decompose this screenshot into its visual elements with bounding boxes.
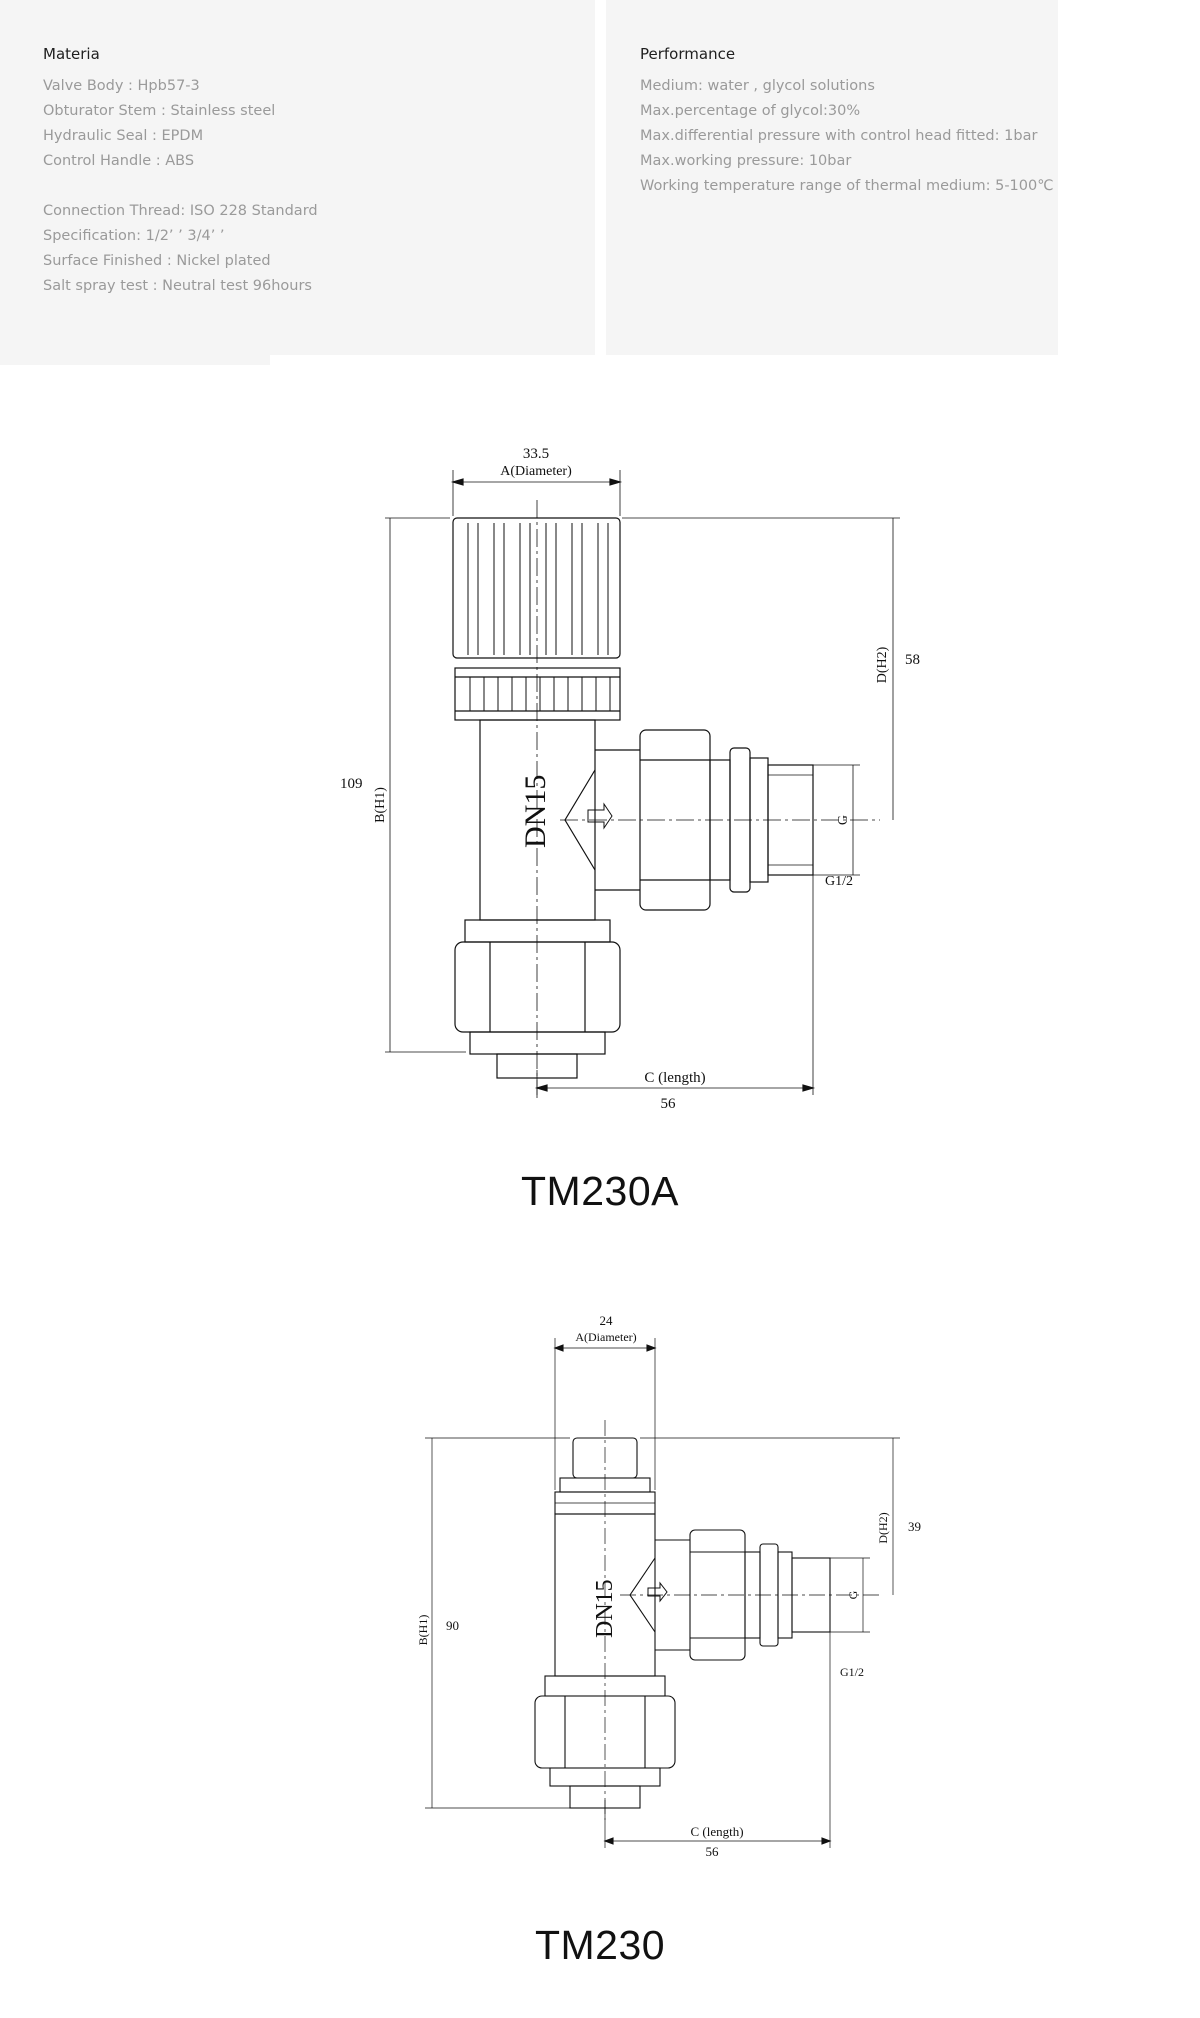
handle-cap	[452, 517, 621, 659]
materia-line: Surface Finished : Nickel plated	[43, 253, 271, 269]
length-label: C (length)	[690, 1824, 743, 1839]
h2-label: D(H2)	[875, 646, 890, 683]
length-value: 56	[661, 1096, 677, 1112]
spacer	[43, 174, 595, 199]
height-value: 90	[446, 1618, 459, 1633]
diameter-label: A(Diameter)	[500, 464, 572, 479]
materia-line: Valve Body : Hpb57-3	[43, 78, 200, 94]
materia-line: Specification: 1/2’ ’ 3/4’ ’	[43, 228, 225, 244]
spec-section: Materia Valve Body : Hpb57-3 Obturator S…	[0, 0, 1200, 367]
g-label: G	[846, 1590, 860, 1599]
performance-line: Max.differential pressure with control h…	[640, 128, 1038, 144]
thread-label: G1/2	[825, 874, 853, 889]
g-label: G	[836, 815, 851, 825]
height-label: B(H1)	[416, 1615, 430, 1646]
valve-drawing-tm230a: 33.5 A(Diameter) 109 B(H1) D(H2) 58 G G1…	[340, 446, 920, 1112]
knurled-ring	[454, 667, 621, 721]
height-value: 109	[340, 776, 363, 792]
performance-line: Working temperature range of thermal med…	[640, 178, 1054, 194]
body-mark: DN15	[519, 775, 552, 848]
diameter-value: 24	[600, 1313, 614, 1328]
h2-value: 58	[905, 652, 920, 668]
materia-line: Control Handle : ABS	[43, 153, 195, 169]
model-title-tm230a: TM230A	[521, 1168, 679, 1214]
performance-line: Max.percentage of glycol:30%	[640, 103, 861, 119]
h2-label: D(H2)	[876, 1512, 890, 1543]
performance-line: Medium: water , glycol solutions	[640, 78, 875, 94]
diameter-label: A(Diameter)	[575, 1330, 636, 1344]
materia-line: Connection Thread: ISO 228 Standard	[43, 203, 318, 219]
length-label: C (length)	[644, 1070, 705, 1086]
bottom-nut	[454, 941, 621, 1033]
diameter-value: 33.5	[523, 446, 549, 462]
materia-line: Salt spray test : Neutral test 96hours	[43, 278, 312, 294]
performance-title: Performance	[640, 45, 736, 63]
thread-label: G1/2	[840, 1665, 864, 1679]
divider	[270, 355, 1058, 367]
materia-line: Hydraulic Seal : EPDM	[43, 128, 204, 144]
h2-value: 39	[908, 1519, 921, 1534]
materia-panel: Materia Valve Body : Hpb57-3 Obturator S…	[0, 0, 595, 365]
height-label: B(H1)	[373, 787, 388, 823]
performance-panel: Performance Medium: water , glycol solut…	[606, 0, 1058, 365]
model-title-tm230: TM230	[534, 1922, 666, 1968]
materia-line: Obturator Stem : Stainless steel	[43, 103, 276, 119]
length-value: 56	[706, 1844, 720, 1859]
performance-line: Max.working pressure: 10bar	[640, 153, 852, 169]
body-mark: DN15	[592, 1579, 618, 1638]
materia-title: Materia	[43, 45, 100, 63]
valve-drawing-tm230: 24 A(Diameter) B(H1) 90 D(H2) 39 G G1/2 …	[416, 1313, 921, 1859]
